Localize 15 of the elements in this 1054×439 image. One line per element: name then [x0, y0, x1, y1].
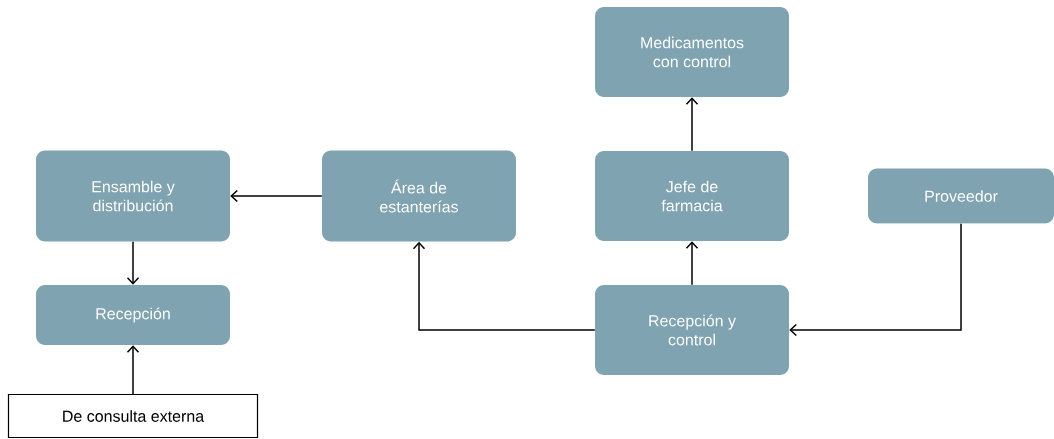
process-box: Jefe de farmacia	[595, 151, 789, 241]
process-box: Recepción	[36, 285, 230, 345]
arrow	[230, 189, 323, 203]
process-box: Medicamentos con control	[595, 7, 789, 97]
arrow	[126, 345, 140, 395]
process-box: Recepción y control	[595, 285, 789, 375]
process-box: Ensamble y distribución	[36, 150, 230, 242]
process-box: Área de estanterías	[322, 150, 516, 242]
arrow	[412, 241, 596, 331]
arrow	[685, 241, 699, 286]
arrow	[126, 240, 140, 285]
arrow	[789, 222, 962, 337]
source-box: De consulta externa	[7, 393, 259, 439]
process-box: Proveedor	[868, 168, 1054, 224]
arrow	[685, 97, 699, 152]
